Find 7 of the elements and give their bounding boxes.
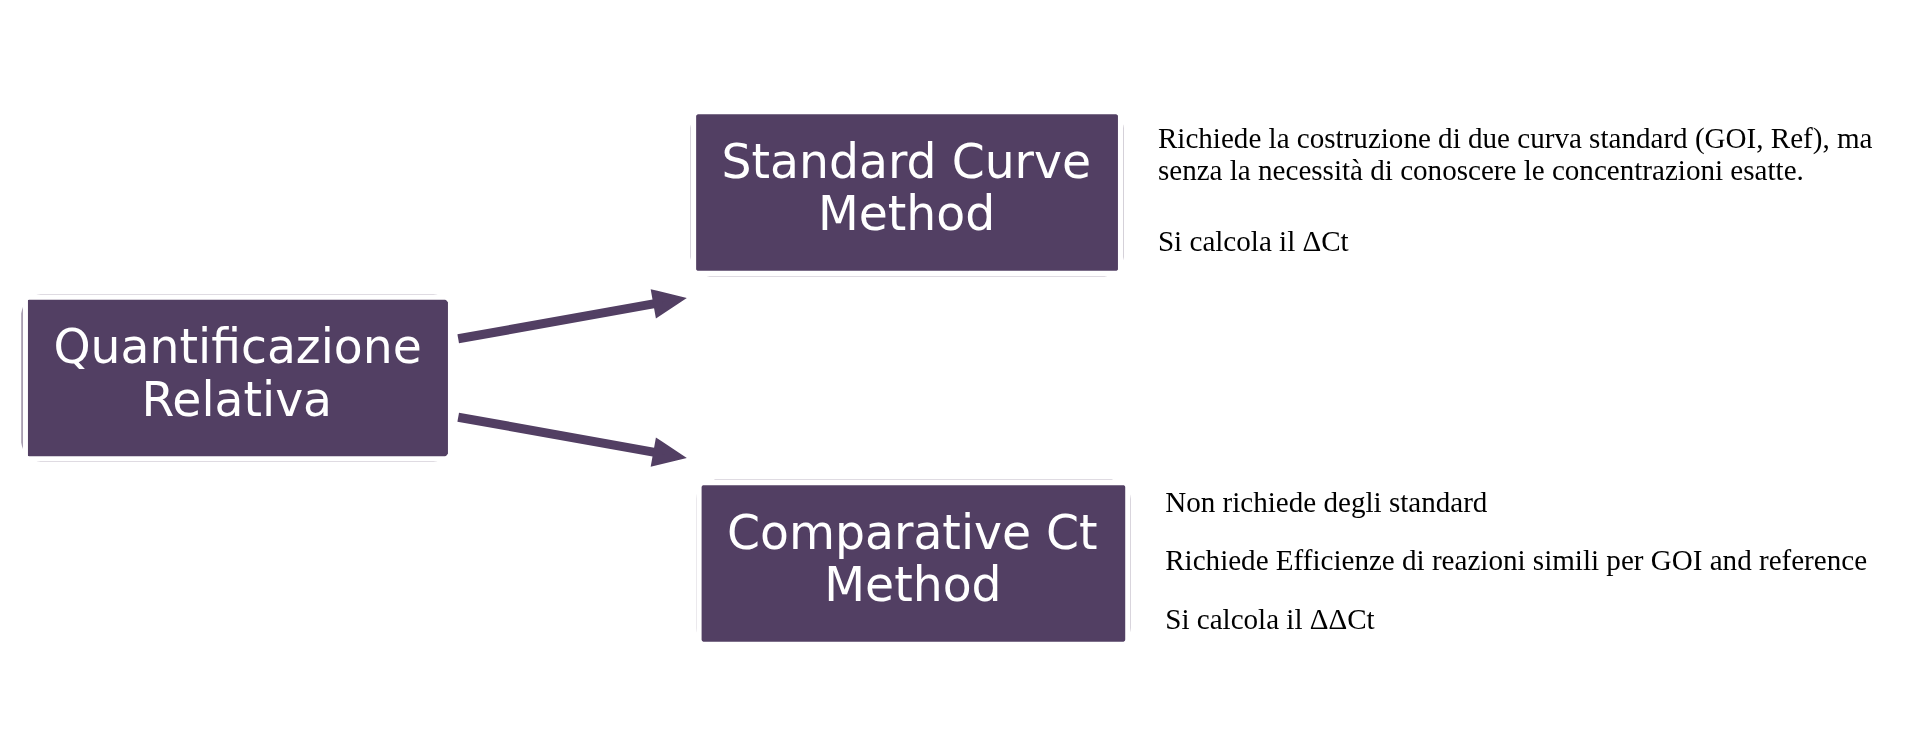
node-label: Richiede Efficienze di reazioni simili per GOI and reference xyxy=(1165,543,1868,576)
arrow xyxy=(457,288,687,343)
node-label: Non richiede degli standard xyxy=(1165,485,1488,518)
arrow xyxy=(457,412,687,467)
node-label: Si calcola il ΔCt xyxy=(1157,224,1349,257)
node-label: Richiede la costruzione di due curva standard (GOI, Ref), ma senza la necessità di conoscere le concentrazioni esatte. xyxy=(1157,121,1873,186)
node-label: Si calcola il ΔΔCt xyxy=(1165,602,1375,635)
